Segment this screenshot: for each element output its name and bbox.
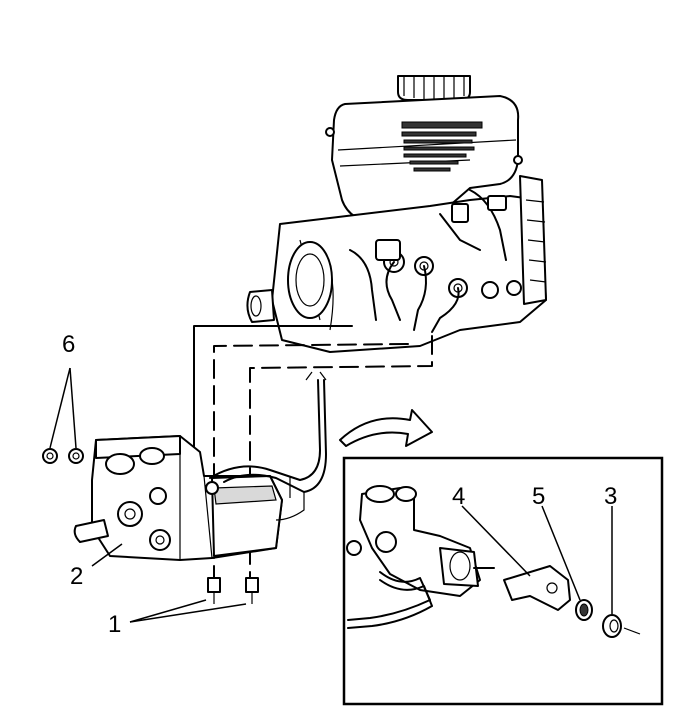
detail-arrow: [339, 409, 433, 447]
callout-2: 2: [70, 563, 83, 590]
hydraulic-modulator-unit: [42, 371, 327, 604]
callout-5: 5: [532, 483, 545, 510]
callout-3: 3: [604, 483, 617, 510]
alignment-lines: [193, 325, 433, 579]
callout-1: 1: [108, 611, 121, 638]
master-cylinder-reservoir: [325, 75, 523, 225]
leader-lines: [49, 367, 613, 623]
detail-view-box: [342, 456, 664, 706]
callout-6: 6: [62, 331, 75, 358]
master-cylinder-body: [246, 175, 547, 353]
callout-4: 4: [452, 483, 465, 510]
